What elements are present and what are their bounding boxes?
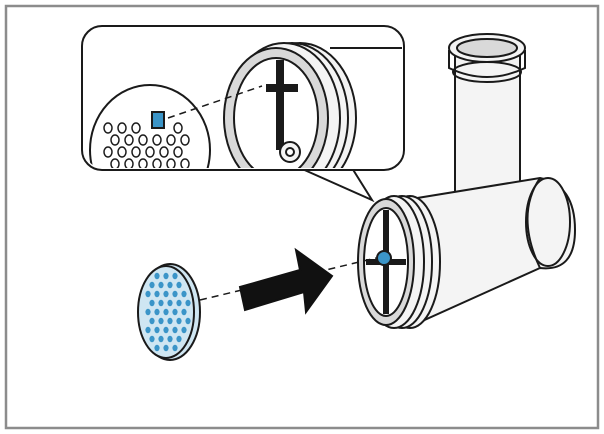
- disc-hole: [176, 281, 182, 289]
- magnified-disc-hole: [180, 158, 190, 168]
- disc-hole: [172, 308, 178, 316]
- disc-hole: [172, 344, 178, 352]
- perforated-disc: [137, 263, 201, 361]
- disc-hole: [154, 272, 160, 280]
- disc-hole: [176, 335, 182, 343]
- magnified-disc-hole: [159, 146, 169, 158]
- direction-arrow: [238, 247, 334, 315]
- magnified-disc-hole: [110, 158, 120, 168]
- magnified-disc-hole: [152, 134, 162, 146]
- disc-hole: [154, 308, 160, 316]
- disc-hole: [149, 299, 155, 307]
- magnified-disc-hole: [166, 158, 176, 168]
- disc-hole: [145, 290, 151, 298]
- magnified-disc-hole: [152, 158, 162, 168]
- magnified-disc-hole: [117, 122, 127, 134]
- disc-hole: [163, 344, 169, 352]
- center-pin-highlight: [376, 250, 392, 266]
- disc-hole: [154, 326, 160, 334]
- magnified-disc-hole: [166, 134, 176, 146]
- disc-hole: [181, 326, 187, 334]
- disc-hole: [154, 290, 160, 298]
- disc-hole: [167, 281, 173, 289]
- disc-hole: [172, 326, 178, 334]
- magnified-disc-hole: [131, 146, 141, 158]
- disc-hole: [172, 272, 178, 280]
- disc-hole: [181, 290, 187, 298]
- disc-hole: [149, 281, 155, 289]
- magnified-disc-hole: [124, 158, 134, 168]
- magnified-disc-hole: [103, 146, 113, 158]
- disc-hole: [167, 335, 173, 343]
- magnified-disc-hole: [110, 134, 120, 146]
- magnified-disc-hole: [117, 146, 127, 158]
- disc-hole: [167, 299, 173, 307]
- magnified-disc-hole: [180, 134, 190, 146]
- disc-hole: [181, 308, 187, 316]
- disc-hole: [172, 290, 178, 298]
- disc-hole: [176, 299, 182, 307]
- disc-hole: [163, 272, 169, 280]
- magnified-disc-hole: [138, 134, 148, 146]
- magnified-disc-hole: [103, 122, 113, 134]
- disc-hole: [158, 281, 164, 289]
- disc-hole: [158, 317, 164, 325]
- disc-hole: [163, 290, 169, 298]
- grinder-housing: [357, 33, 577, 329]
- magnified-disc-hole: [173, 122, 183, 134]
- disc-hole: [185, 299, 191, 307]
- disc-hole: [145, 326, 151, 334]
- magnified-disc-hole: [138, 158, 148, 168]
- disc-notch-highlight: [151, 111, 165, 129]
- disc-hole: [149, 335, 155, 343]
- disc-hole: [167, 317, 173, 325]
- detail-callout: [81, 25, 405, 203]
- disc-hole: [154, 344, 160, 352]
- magnified-disc-hole: [131, 122, 141, 134]
- magnified-disc-hole: [173, 146, 183, 158]
- magnified-disc-hole: [124, 134, 134, 146]
- disc-hole: [163, 308, 169, 316]
- disc-hole: [158, 299, 164, 307]
- disc-hole: [145, 308, 151, 316]
- disc-hole: [158, 335, 164, 343]
- callout-alignment-line: [167, 85, 263, 119]
- disc-hole: [185, 317, 191, 325]
- disc-hole: [149, 317, 155, 325]
- disc-hole: [163, 326, 169, 334]
- magnified-disc-hole: [145, 146, 155, 158]
- disc-hole: [176, 317, 182, 325]
